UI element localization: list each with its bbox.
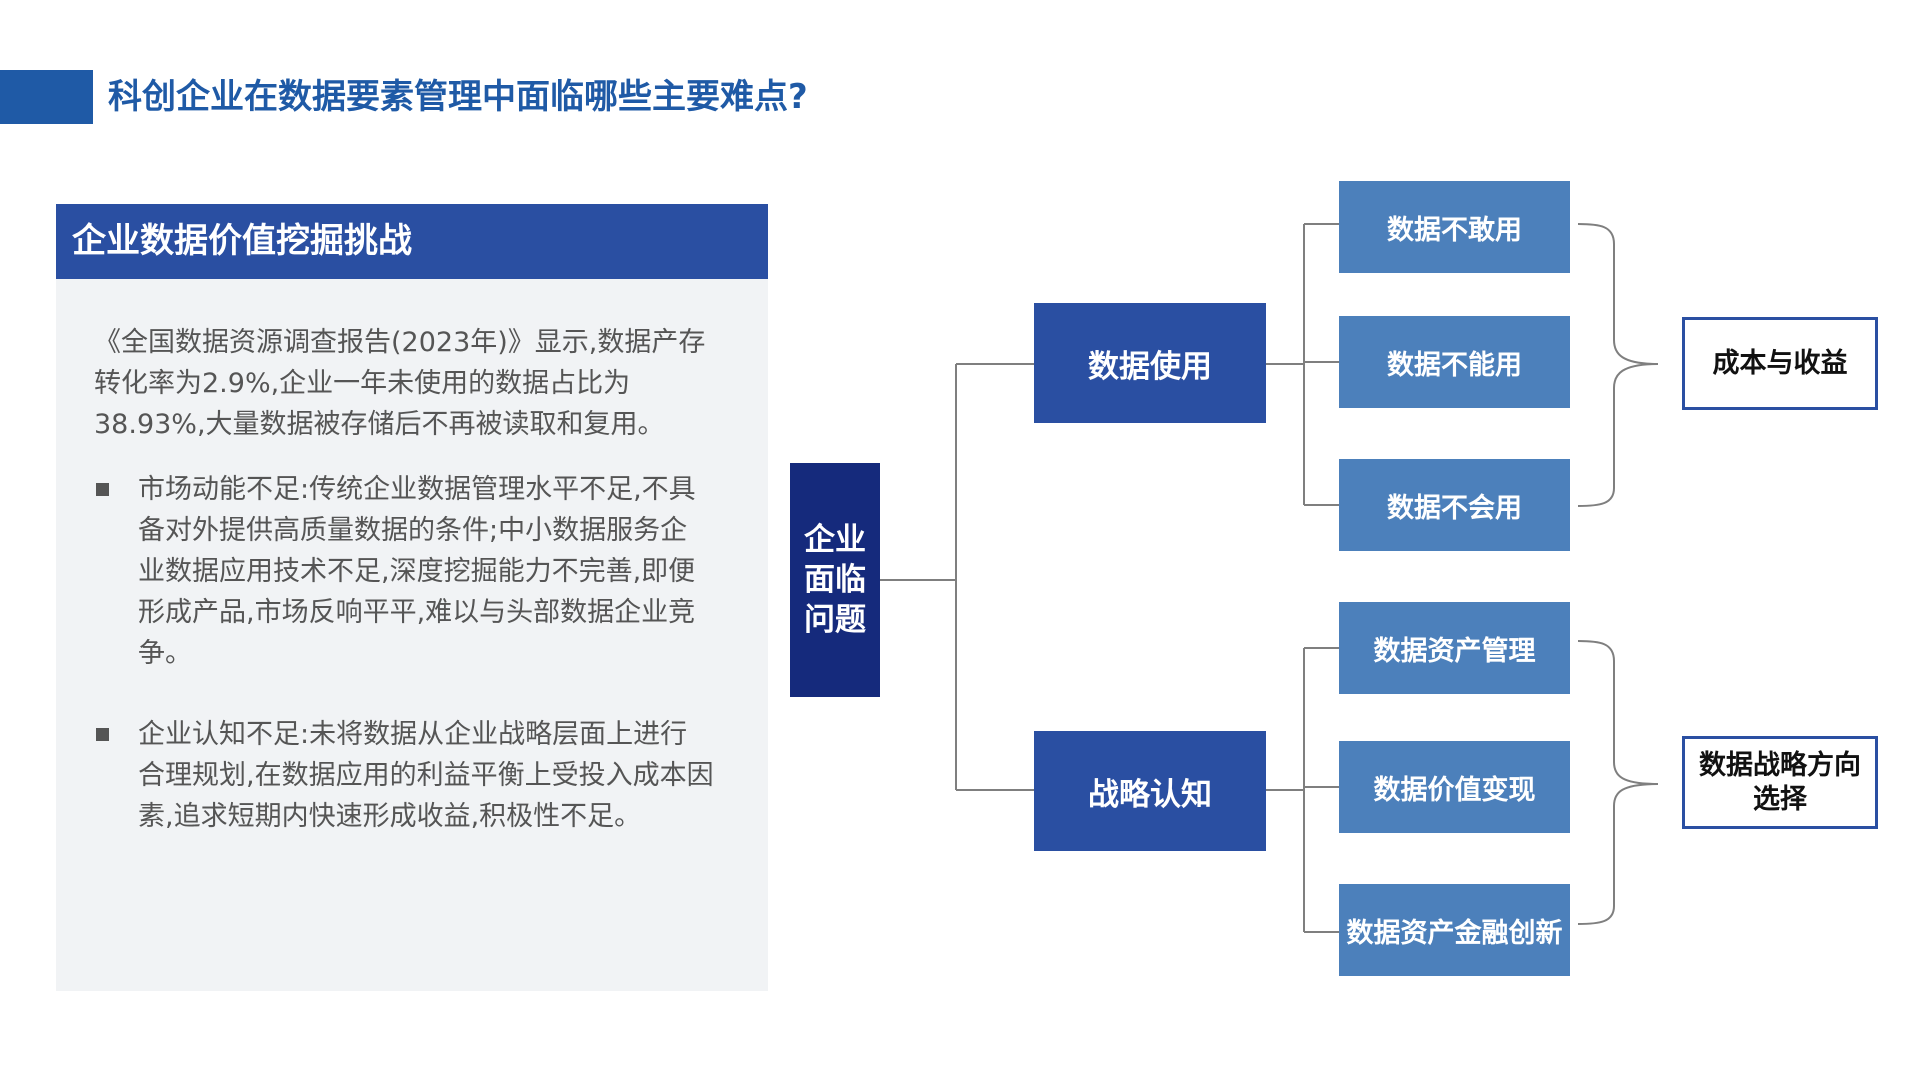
page-title: 科创企业在数据要素管理中面临哪些主要难点? [108, 77, 808, 117]
square-bullet-icon [96, 483, 109, 496]
node-result-strategy-direction: 数据战略方向选择 [1682, 736, 1878, 829]
panel-body: 《全国数据资源调查报告(2023年)》显示,数据产存转化率为2.9%,企业一年未… [94, 322, 714, 877]
node-item: 数据不会用 [1339, 459, 1570, 551]
brace-1 [1577, 223, 1659, 507]
node-item: 数据不敢用 [1339, 181, 1570, 273]
bullet-text: 企业认知不足:未将数据从企业战略层面上进行合理规划,在数据应用的利益平衡上受投入… [138, 719, 714, 832]
node-branch-data-usage: 数据使用 [1034, 303, 1266, 423]
node-branch-strategy: 战略认知 [1034, 731, 1266, 851]
node-item: 数据不能用 [1339, 316, 1570, 408]
node-item: 数据资产管理 [1339, 602, 1570, 694]
panel-bullet-item: 企业认知不足:未将数据从企业战略层面上进行合理规划,在数据应用的利益平衡上受投入… [94, 714, 714, 837]
panel-heading: 企业数据价值挖掘挑战 [56, 204, 768, 279]
brace-2 [1577, 640, 1659, 925]
panel-bullet-item: 市场动能不足:传统企业数据管理水平不足,不具备对外提供高质量数据的条件;中小数据… [94, 469, 714, 674]
panel-intro-text: 《全国数据资源调查报告(2023年)》显示,数据产存转化率为2.9%,企业一年未… [94, 327, 706, 440]
header-accent-bar [0, 70, 93, 124]
bullet-text: 市场动能不足:传统企业数据管理水平不足,不具备对外提供高质量数据的条件;中小数据… [138, 474, 696, 669]
square-bullet-icon [96, 728, 109, 741]
node-item: 数据资产金融创新 [1339, 884, 1570, 976]
node-item: 数据价值变现 [1339, 741, 1570, 833]
info-panel [56, 279, 768, 991]
node-root: 企业面临问题 [790, 463, 880, 697]
node-result-cost-benefit: 成本与收益 [1682, 317, 1878, 410]
